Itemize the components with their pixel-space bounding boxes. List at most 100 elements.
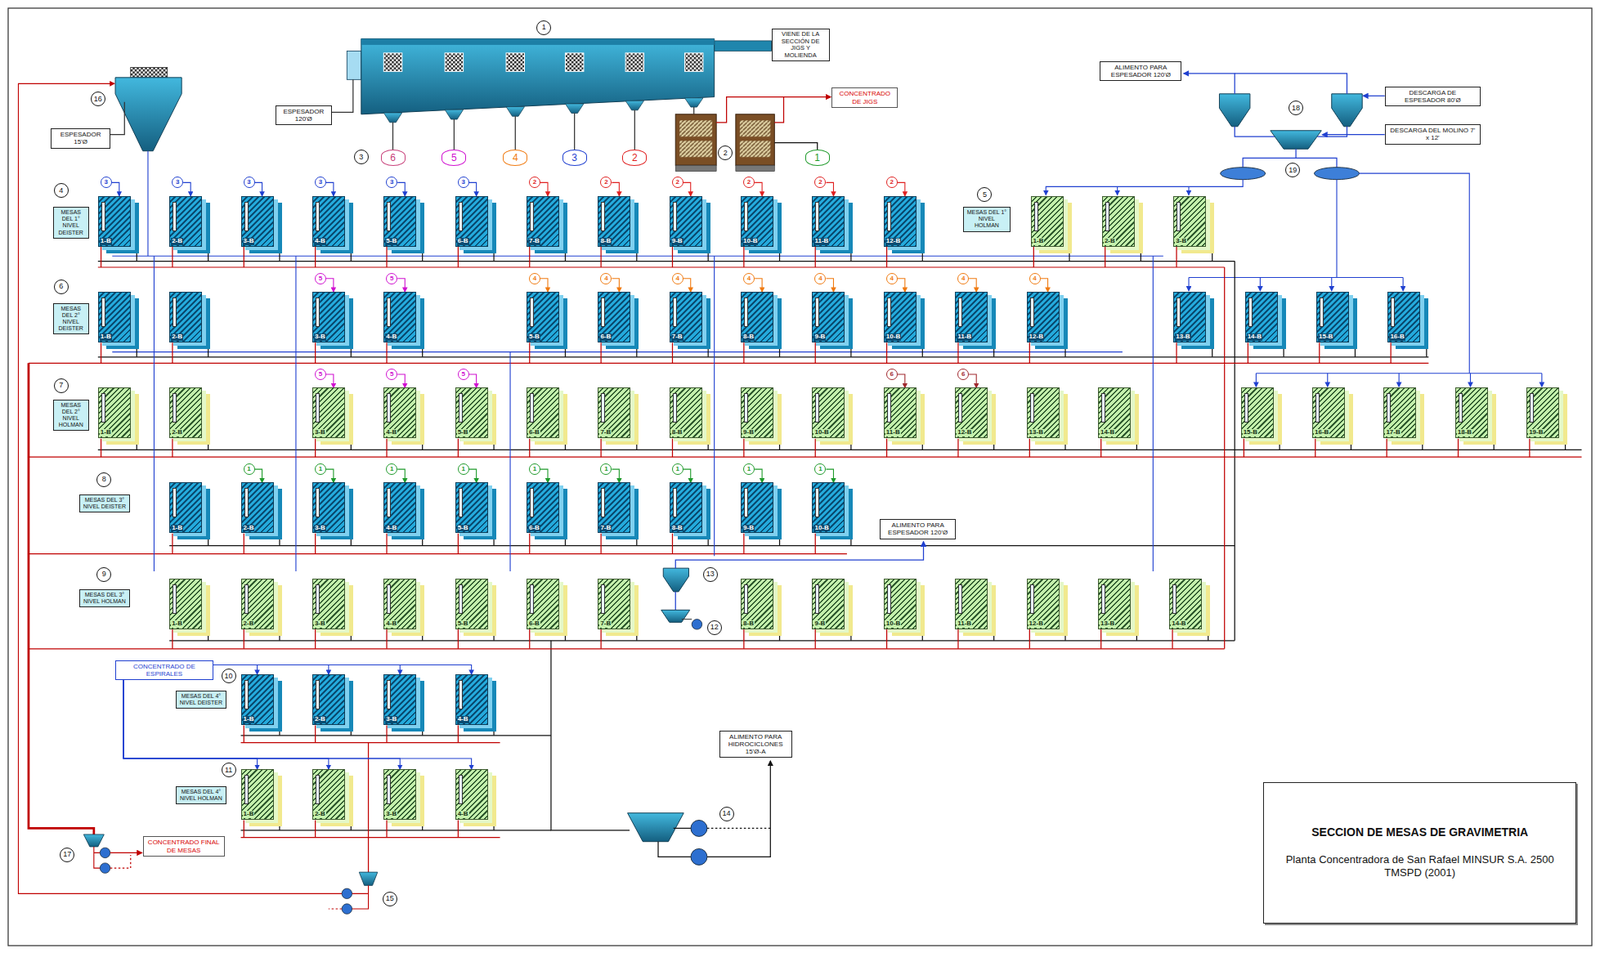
flow-connector	[123, 680, 258, 770]
feed-circle: 3	[314, 176, 327, 189]
flow-connector	[683, 182, 691, 196]
holman-table: 4-B	[455, 769, 489, 821]
node-text: 16	[94, 95, 103, 104]
tailings-line	[850, 241, 852, 262]
table-label: 6-B	[528, 524, 541, 533]
tailings-line	[278, 241, 280, 262]
node-text: 5	[461, 371, 465, 378]
tailings-line	[1564, 432, 1566, 450]
table-label: 6-B	[457, 237, 470, 246]
table-label: 1-B	[99, 333, 113, 341]
flow-connector	[469, 182, 477, 196]
feed-circle: 2	[814, 176, 826, 189]
tailings-line	[850, 336, 852, 358]
tailings-line	[350, 432, 352, 450]
tailings-line	[421, 814, 423, 831]
concentrate-line	[886, 439, 888, 458]
holman-table: 2-B	[312, 769, 346, 821]
node-text: 5	[318, 371, 323, 378]
deister-table: 16-B	[1387, 291, 1421, 343]
feed-circle: 2	[886, 176, 898, 189]
holman-table: 17-B	[1383, 387, 1417, 439]
feed-circle: 4	[1029, 273, 1041, 285]
flow-connector	[540, 278, 548, 292]
feed-circle: 4	[600, 273, 612, 285]
callout-number: 8	[96, 472, 112, 488]
deister-table: 3-B	[312, 291, 346, 343]
node-text: 4	[58, 187, 63, 195]
tailings-line	[1064, 623, 1066, 641]
tank: 2	[622, 149, 647, 166]
table-label: 1-B	[170, 524, 184, 533]
table-label: 7-B	[528, 237, 541, 246]
tailings-line	[779, 432, 780, 450]
concentrate-line	[1247, 342, 1249, 364]
holman-table: 13-B	[1026, 387, 1060, 439]
table-label: 1-B	[170, 620, 184, 628]
holman-table: 8-B	[740, 578, 774, 630]
deister-table: 3-B	[312, 482, 346, 534]
concentrate-line	[743, 246, 744, 268]
deister-table: 8-B	[740, 291, 774, 343]
holman-table: 9-B	[811, 578, 845, 630]
tailings-line	[207, 623, 209, 641]
node-text: 4	[747, 275, 751, 283]
concentrate-line	[314, 246, 316, 268]
node-text: MESAS DEL 2° NIVEL HOLMAN	[55, 402, 87, 429]
tailings-line	[564, 336, 566, 358]
holman-table: 18-B	[1455, 387, 1488, 439]
deister-table: 2-B	[241, 482, 274, 534]
callout-number: 11	[221, 762, 237, 778]
table-label: 2-B	[170, 429, 184, 437]
flow-connector	[897, 182, 906, 196]
deister-table: 5-B	[455, 482, 489, 534]
concentrate-line	[1033, 246, 1035, 268]
deister-table: 7-B	[526, 196, 560, 247]
concentrate-line	[815, 342, 816, 364]
concentrate-line	[1390, 342, 1392, 364]
tailings-line	[421, 527, 423, 546]
flow-connector	[754, 469, 762, 483]
holman-table: 14-B	[1169, 578, 1202, 630]
node-text: 12	[710, 623, 719, 632]
feed-circle: 5	[314, 368, 327, 381]
table-label: 3-B	[385, 716, 398, 724]
flow-connector	[397, 182, 405, 196]
flow-connector	[326, 182, 334, 196]
holman-table: 4-B	[383, 387, 417, 439]
concentrate-line	[457, 725, 459, 743]
concentrate-line	[457, 439, 459, 458]
node-text: MESAS DEL 3° NIVEL HOLMAN	[81, 591, 127, 606]
deister-table: 11-B	[954, 291, 988, 343]
callout-number: 2	[717, 145, 733, 161]
table-label: 3-B	[313, 524, 327, 533]
callout-number: 14	[719, 806, 735, 822]
concentrate-line	[385, 342, 387, 364]
concentrate-line	[385, 246, 387, 268]
node-text: 3	[461, 179, 465, 186]
table-label: 1-B	[99, 237, 113, 246]
holman-table: 5-B	[455, 578, 489, 630]
feed-circle: 1	[528, 463, 541, 476]
feed-circle: 1	[243, 463, 256, 476]
tailings-line	[278, 719, 280, 736]
node-text: 2	[818, 179, 822, 186]
tailings-line	[922, 336, 924, 358]
label-box: VIENE DE LA SECCIÓN DE JIGS Y MOLIENDA	[771, 28, 830, 63]
node-text: 6	[890, 371, 894, 378]
callout-number: 9	[96, 567, 112, 583]
tailings-line	[207, 432, 209, 450]
concentrate-line	[100, 342, 102, 364]
node-text: 13	[706, 570, 715, 579]
tailings-line	[350, 814, 352, 831]
label-box: MESAS DEL 2° NIVEL HOLMAN	[53, 399, 90, 431]
tailings-line	[492, 719, 494, 736]
node-text: 5	[318, 275, 323, 283]
table-label: 8-B	[671, 524, 684, 533]
tailings-line	[636, 432, 637, 450]
table-label: 3-B	[313, 429, 327, 437]
tailings-line	[278, 623, 280, 641]
table-label: 14-B	[1170, 620, 1187, 628]
flow-connector	[326, 374, 334, 388]
table-label: 12-B	[1028, 620, 1045, 628]
